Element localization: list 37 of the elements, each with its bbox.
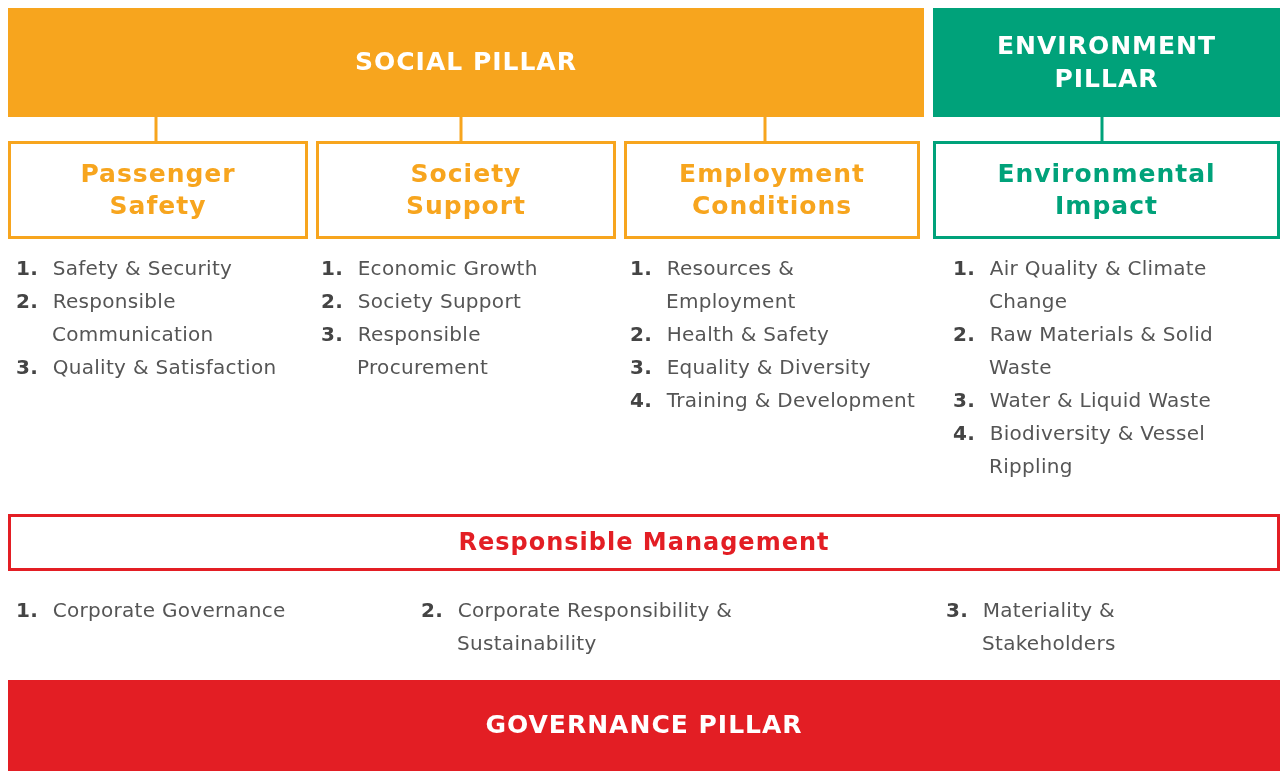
topic-title: Responsible Management bbox=[458, 526, 830, 558]
list-item: 3. Quality & Satisfaction bbox=[16, 354, 278, 381]
topic-box bbox=[8, 141, 308, 239]
topic-title: Passenger Safety bbox=[79, 157, 237, 222]
list-item: 3. Materiality & Stakeholders bbox=[946, 597, 1117, 657]
list-item: 1. Safety & Security bbox=[16, 255, 234, 282]
connector-line bbox=[154, 117, 158, 141]
list-item: 1. Economic Growth bbox=[321, 255, 539, 282]
list-item: 4. Training & Development bbox=[630, 387, 917, 414]
list-item: 2. Responsible Communication bbox=[16, 288, 215, 348]
connector-line bbox=[459, 117, 463, 141]
pillar-title: GOVERNANCE PILLAR bbox=[485, 709, 803, 742]
pillar-banner bbox=[8, 8, 924, 117]
connector-line bbox=[763, 117, 767, 141]
pillar-title: SOCIAL PILLAR bbox=[355, 46, 577, 79]
list-item: 1. Corporate Governance bbox=[16, 597, 287, 624]
topic-title: Employment Conditions bbox=[678, 157, 866, 222]
topic-box bbox=[8, 514, 1280, 571]
list-item: 4. Biodiversity & Vessel Rippling bbox=[953, 420, 1207, 480]
pillar-banner bbox=[8, 680, 1280, 771]
list-item: 3. Water & Liquid Waste bbox=[953, 387, 1213, 414]
list-item: 3. Responsible Procurement bbox=[321, 321, 490, 381]
topic-box bbox=[316, 141, 616, 239]
list-item: 3. Equality & Diversity bbox=[630, 354, 872, 381]
list-item: 2. Society Support bbox=[321, 288, 523, 315]
topic-title: Environmental Impact bbox=[996, 157, 1217, 222]
list-item: 2. Raw Materials & Solid Waste bbox=[953, 321, 1215, 381]
topic-title: Society Support bbox=[404, 157, 528, 222]
pillar-banner bbox=[933, 8, 1280, 117]
topic-box bbox=[624, 141, 920, 239]
list-item: 1. Resources & Employment bbox=[630, 255, 797, 315]
pillar-title: ENVIRONMENT PILLAR bbox=[996, 30, 1217, 95]
list-item: 2. Corporate Responsibility & Sustainability bbox=[421, 597, 734, 657]
list-item: 1. Air Quality & Climate Change bbox=[953, 255, 1208, 315]
connector-line bbox=[1100, 117, 1104, 141]
topic-box bbox=[933, 141, 1280, 239]
list-item: 2. Health & Safety bbox=[630, 321, 831, 348]
